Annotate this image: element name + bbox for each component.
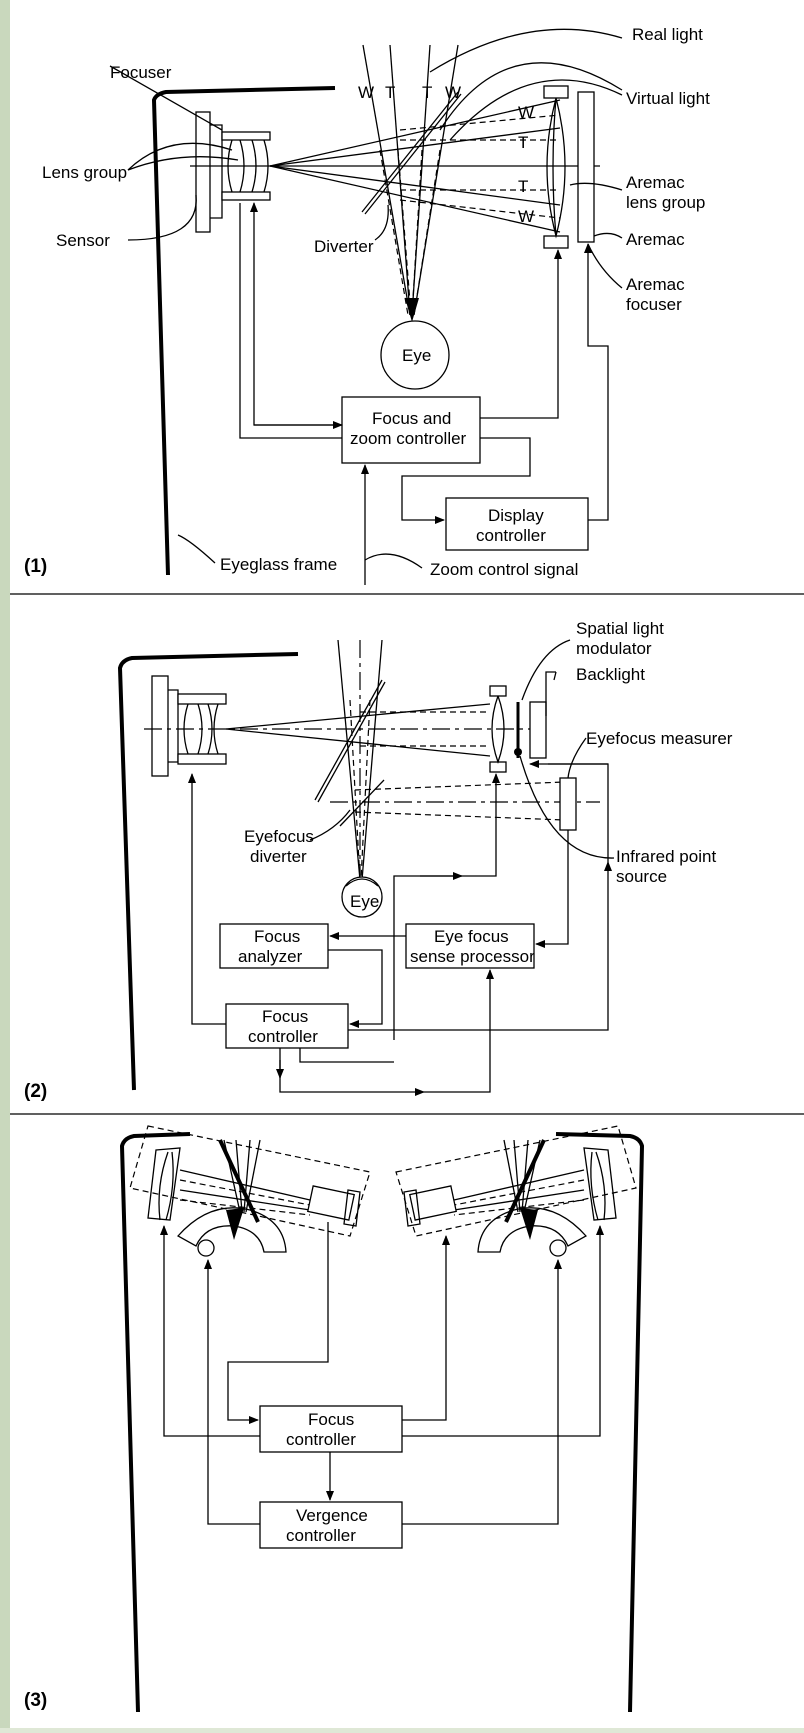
sensor-1 bbox=[195, 111, 211, 233]
vergence-controller-box bbox=[259, 1501, 403, 1549]
eye-2 bbox=[341, 876, 383, 918]
eyeglass-frame-1 bbox=[151, 86, 336, 576]
backlight bbox=[529, 701, 547, 759]
label-eye-focus-1: Eye focus bbox=[434, 927, 509, 946]
label-virtual-light: Virtual light bbox=[626, 89, 710, 108]
label-focus-analyzer-1: Focus bbox=[254, 927, 300, 946]
label-ray-t-right: T bbox=[422, 83, 432, 102]
signal-lines-1 bbox=[239, 202, 609, 585]
label-ray-w-left: W bbox=[358, 83, 374, 102]
real-light-rays bbox=[362, 44, 459, 322]
focuser-top-2 bbox=[177, 693, 227, 705]
label-focus-zoom-2: zoom controller bbox=[350, 429, 467, 448]
virtual-light-rays bbox=[269, 99, 561, 233]
label-ir-source-2: source bbox=[616, 867, 667, 886]
focus-analyzer-box bbox=[219, 923, 329, 969]
focuser-bottom-2 bbox=[177, 753, 227, 765]
eyetap-diagram: Eye Focus and zoom controller Display co… bbox=[10, 25, 804, 1713]
signal-lines-3 bbox=[160, 1222, 604, 1525]
diverter-1 bbox=[361, 91, 459, 213]
label-aremac-lens-1: Aremac bbox=[626, 173, 685, 192]
figure-2: Eye Focus analyzer Eye focus sense proce… bbox=[24, 619, 733, 1102]
display-controller-box bbox=[445, 497, 589, 551]
aremac-focuser-top-1 bbox=[543, 85, 569, 99]
label-ir-source-1: Infrared point bbox=[616, 847, 716, 866]
eyeglass-frame-3-left bbox=[119, 1132, 191, 1713]
label-eye-2: Eye bbox=[350, 892, 379, 911]
label-eyefocus-diverter-2: diverter bbox=[250, 847, 307, 866]
label-aremac-1: Aremac bbox=[626, 230, 685, 249]
sensor-2 bbox=[151, 675, 169, 777]
label-eyefocus-diverter-1: Eyefocus bbox=[244, 827, 314, 846]
label-slm-1: Spatial light bbox=[576, 619, 664, 638]
label-aremac-focuser-2: focuser bbox=[626, 295, 682, 314]
label-focus-analyzer-2: analyzer bbox=[238, 947, 303, 966]
left-eyetap-module bbox=[129, 1125, 371, 1237]
label-display-controller-2: controller bbox=[476, 526, 546, 545]
label-eyeglass-frame: Eyeglass frame bbox=[220, 555, 337, 574]
label-focus-controller-3a: Focus bbox=[308, 1410, 354, 1429]
label-focus-zoom-1: Focus and bbox=[372, 409, 451, 428]
diagram-panel: Eye Focus and zoom controller Display co… bbox=[10, 0, 804, 1728]
label-eye-1: Eye bbox=[402, 346, 431, 365]
label-focus-controller-2b: controller bbox=[248, 1027, 318, 1046]
aremac-lens-group-1 bbox=[546, 97, 566, 239]
label-ray-w-bottom: W bbox=[518, 207, 534, 226]
label-ray-t-upper: T bbox=[518, 133, 528, 152]
label-focus-controller-3b: controller bbox=[286, 1430, 356, 1449]
label-eyefocus-measurer: Eyefocus measurer bbox=[586, 729, 733, 748]
figure-number-1: (1) bbox=[24, 556, 47, 577]
signal-lines-2 bbox=[188, 760, 612, 1096]
eyeglass-frame-3-right bbox=[555, 1132, 645, 1713]
focuser-bottom-1 bbox=[221, 191, 271, 201]
label-ray-w-top: W bbox=[518, 103, 534, 122]
label-focus-controller-2a: Focus bbox=[262, 1007, 308, 1026]
focus-controller-box-3 bbox=[259, 1405, 403, 1453]
sidebar-strip bbox=[0, 0, 10, 1728]
focus-zoom-controller-box bbox=[341, 396, 481, 464]
focus-controller-box-2 bbox=[225, 1003, 349, 1049]
aremac-focuser-top-2 bbox=[489, 685, 507, 697]
label-ray-t-lower: T bbox=[518, 177, 528, 196]
label-vergence-controller-1: Vergence bbox=[296, 1506, 368, 1525]
label-real-light: Real light bbox=[632, 25, 703, 44]
left-sensor-module bbox=[306, 1185, 356, 1221]
label-focuser-1: Focuser bbox=[110, 63, 172, 82]
label-zoom-control-signal: Zoom control signal bbox=[430, 560, 578, 579]
label-aremac-lens-2: lens group bbox=[626, 193, 705, 212]
label-diverter-1: Diverter bbox=[314, 237, 374, 256]
right-sensor-module bbox=[408, 1185, 458, 1221]
figure-1: Eye Focus and zoom controller Display co… bbox=[24, 25, 710, 585]
label-ray-w-right: W bbox=[445, 83, 461, 102]
infrared-point-source bbox=[514, 748, 522, 756]
label-backlight: Backlight bbox=[576, 665, 645, 684]
label-vergence-controller-2: controller bbox=[286, 1526, 356, 1545]
figure-number-2: (2) bbox=[24, 1081, 47, 1102]
label-eye-focus-2: sense processor bbox=[410, 947, 535, 966]
figure-number-3: (3) bbox=[24, 1690, 47, 1711]
eye-1 bbox=[380, 320, 450, 390]
label-display-controller-1: Display bbox=[488, 506, 544, 525]
eyefocus-diverter bbox=[339, 779, 385, 827]
label-lens-group-1: Lens group bbox=[42, 163, 127, 182]
label-slm-2: modulator bbox=[576, 639, 652, 658]
eyeglass-frame-2 bbox=[117, 652, 299, 1091]
label-aremac-focuser-1: Aremac bbox=[626, 275, 685, 294]
label-ray-t-left: T bbox=[385, 83, 395, 102]
label-sensor-1: Sensor bbox=[56, 231, 110, 250]
aremac-1 bbox=[577, 91, 595, 243]
focuser-top-1 bbox=[221, 131, 271, 141]
eye-focus-sense-processor-box bbox=[405, 923, 535, 969]
eyefocus-measurer bbox=[559, 777, 577, 831]
figure-3: Focus controller Vergence controller (3) bbox=[24, 1125, 645, 1713]
